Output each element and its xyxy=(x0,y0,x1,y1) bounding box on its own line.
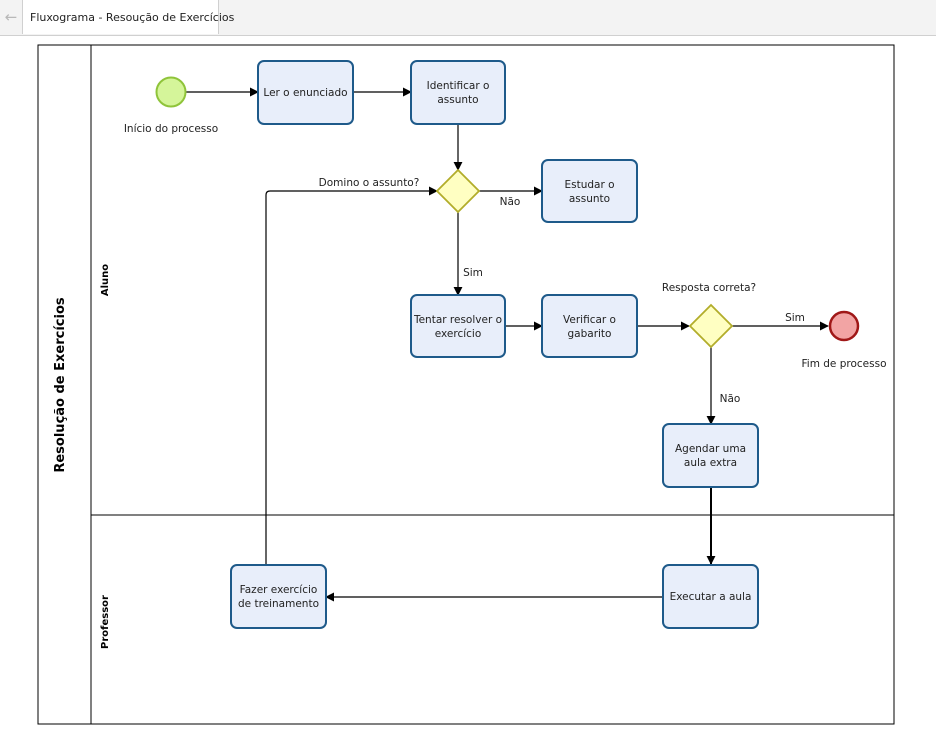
gateway-resposta-correta[interactable] xyxy=(688,303,734,349)
task-fazer-exercicio-label-1: Fazer exercício xyxy=(240,584,318,596)
diagram-canvas: Resolução de Exercícios Aluno Professor … xyxy=(0,35,936,736)
flow-label-g2-nao: Não xyxy=(720,393,741,405)
tab-bar: ← Fluxograma - Resoução de Exercícios xyxy=(0,0,936,36)
flow-label-g1-nao: Não xyxy=(500,196,521,208)
task-tentar-resolver-label-2: exercício xyxy=(435,328,482,340)
task-executar-aula-label: Executar a aula xyxy=(670,591,752,603)
task-ler-enunciado-label: Ler o enunciado xyxy=(263,87,347,99)
bpmn-diagram: Resolução de Exercícios Aluno Professor … xyxy=(37,44,895,725)
task-fazer-exercicio[interactable]: Fazer exercício de treinamento xyxy=(230,564,327,629)
task-agendar-aula[interactable]: Agendar uma aula extra xyxy=(662,423,759,488)
task-agendar-aula-label-1: Agendar uma xyxy=(675,443,746,455)
flow-fazer-to-g1[interactable] xyxy=(265,186,438,564)
task-identificar-assunto-label-2: assunto xyxy=(437,94,478,106)
task-verificar-gabarito-label-2: gabarito xyxy=(568,328,612,340)
task-identificar-assunto-label-1: Identificar o xyxy=(427,80,490,92)
end-event[interactable] xyxy=(828,310,860,342)
lane-label-aluno: Aluno xyxy=(100,264,111,296)
task-executar-aula[interactable]: Executar a aula xyxy=(662,564,759,629)
task-verificar-gabarito-label-1: Verificar o xyxy=(563,314,616,326)
tab-title: Fluxograma - Resoução de Exercícios xyxy=(30,10,235,24)
task-tentar-resolver[interactable]: Tentar resolver o exercício xyxy=(410,294,506,358)
pool xyxy=(37,44,895,725)
tab-diagram[interactable]: Fluxograma - Resoução de Exercícios xyxy=(22,0,234,34)
task-tentar-resolver-label-1: Tentar resolver o xyxy=(413,314,502,326)
lane-label-professor: Professor xyxy=(100,595,111,649)
flow-label-g1-sim: Sim xyxy=(463,267,483,279)
task-estudar-assunto[interactable]: Estudar o assunto xyxy=(541,159,638,223)
gateway-domino-assunto[interactable] xyxy=(435,168,481,214)
task-verificar-gabarito[interactable]: Verificar o gabarito xyxy=(541,294,638,358)
end-event-label: Fim de processo xyxy=(802,358,887,370)
gateway-domino-assunto-label: Domino o assunto? xyxy=(319,177,420,189)
task-ler-enunciado[interactable]: Ler o enunciado xyxy=(257,60,354,125)
task-estudar-assunto-label-1: Estudar o xyxy=(564,179,614,191)
arrow-left-icon[interactable]: ← xyxy=(4,8,18,26)
flow-label-g2-sim: Sim xyxy=(785,312,805,324)
start-event-label: Início do processo xyxy=(124,123,218,135)
gateway-resposta-correta-label: Resposta correta? xyxy=(662,282,756,294)
sequence-flows xyxy=(186,87,829,602)
task-identificar-assunto[interactable]: Identificar o assunto xyxy=(410,60,506,125)
task-fazer-exercicio-label-2: de treinamento xyxy=(238,598,319,610)
task-agendar-aula-label-2: aula extra xyxy=(684,457,737,469)
start-event[interactable] xyxy=(155,76,187,108)
pool-title: Resolução de Exercícios xyxy=(53,297,68,473)
task-estudar-assunto-label-2: assunto xyxy=(569,193,610,205)
